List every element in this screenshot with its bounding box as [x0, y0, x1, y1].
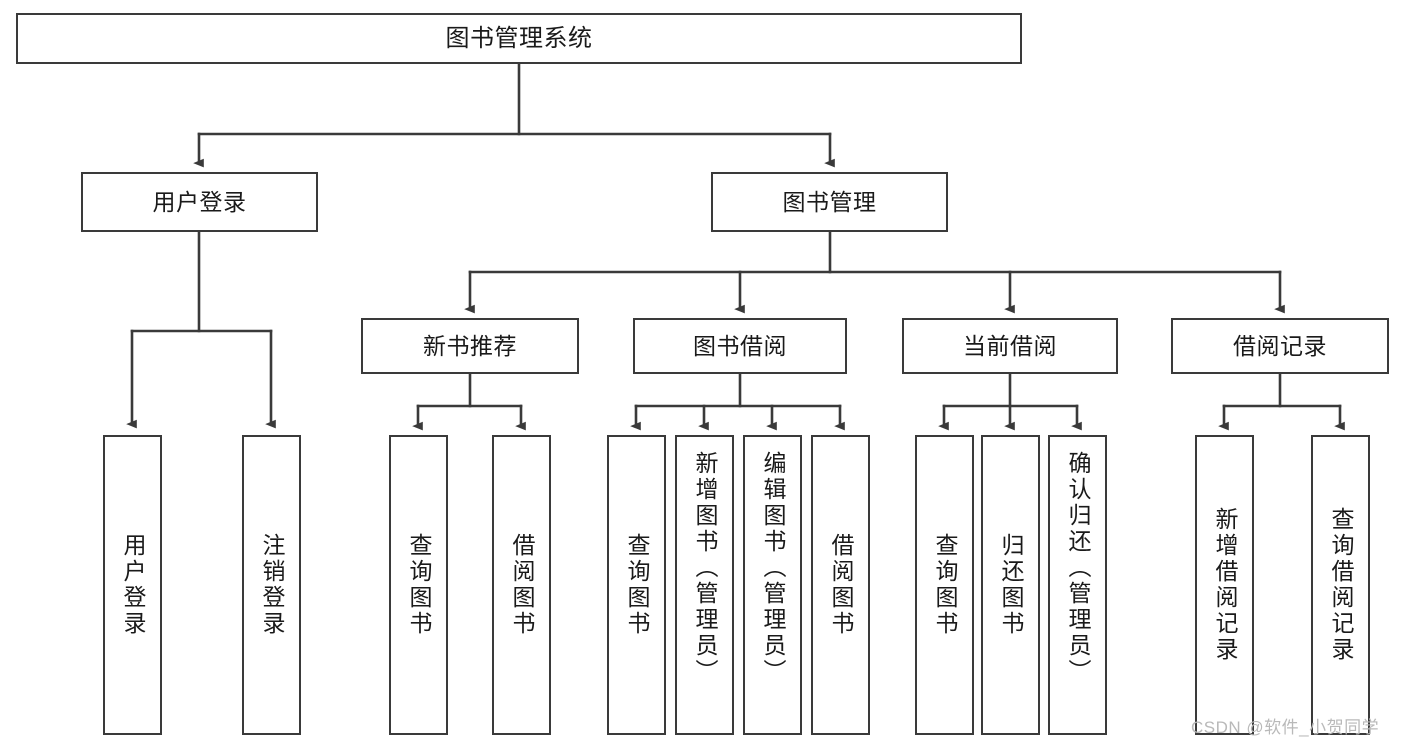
csdn-watermark: CSDN @软件_小贺同学: [1191, 718, 1380, 737]
node-book-borrow-label: 图书借阅: [693, 332, 787, 359]
leaf-add-book-admin[interactable]: 新增图书（管理员）: [675, 435, 734, 735]
node-current-borrow-label: 当前借阅: [963, 332, 1057, 359]
node-borrow-record-label: 借阅记录: [1233, 332, 1327, 359]
node-borrow-record[interactable]: 借阅记录: [1171, 318, 1389, 374]
node-book-borrow[interactable]: 图书借阅: [633, 318, 847, 374]
node-user-login-label: 用户登录: [152, 188, 247, 215]
node-root[interactable]: 图书管理系统: [16, 13, 1022, 64]
node-new-book-recommend-label: 新书推荐: [423, 332, 517, 359]
node-root-label: 图书管理系统: [445, 24, 593, 52]
leaf-borrow-book-newbook[interactable]: 借阅图书: [492, 435, 551, 735]
node-current-borrow[interactable]: 当前借阅: [902, 318, 1118, 374]
leaf-return-book[interactable]: 归还图书: [981, 435, 1040, 735]
leaf-add-book-admin-label: 新增图书（管理员）: [692, 451, 718, 685]
node-book-management[interactable]: 图书管理: [711, 172, 948, 232]
leaf-borrow-book-borrow[interactable]: 借阅图书: [811, 435, 870, 735]
leaf-edit-book-admin[interactable]: 编辑图书（管理员）: [743, 435, 802, 735]
leaf-query-borrow-record-label: 查询借阅记录: [1328, 507, 1354, 663]
leaf-return-book-label: 归还图书: [998, 533, 1024, 637]
leaf-add-borrow-record[interactable]: 新增借阅记录: [1195, 435, 1254, 735]
leaf-query-book-borrow-label: 查询图书: [624, 533, 650, 637]
leaf-confirm-return-admin[interactable]: 确认归还（管理员）: [1048, 435, 1107, 735]
node-book-management-label: 图书管理: [782, 188, 877, 215]
leaf-query-book-current-label: 查询图书: [932, 533, 958, 637]
node-new-book-recommend[interactable]: 新书推荐: [361, 318, 579, 374]
leaf-query-book-newbook-label: 查询图书: [406, 533, 432, 637]
leaf-query-book-borrow[interactable]: 查询图书: [607, 435, 666, 735]
leaf-borrow-book-newbook-label: 借阅图书: [509, 533, 535, 637]
leaf-query-book-newbook[interactable]: 查询图书: [389, 435, 448, 735]
node-user-login[interactable]: 用户登录: [81, 172, 318, 232]
leaf-user-login[interactable]: 用户登录: [103, 435, 162, 735]
leaf-query-borrow-record[interactable]: 查询借阅记录: [1311, 435, 1370, 735]
leaf-borrow-book-borrow-label: 借阅图书: [828, 533, 854, 637]
leaf-add-borrow-record-label: 新增借阅记录: [1212, 507, 1238, 663]
leaf-confirm-return-admin-label: 确认归还（管理员）: [1065, 451, 1091, 685]
leaf-logout[interactable]: 注销登录: [242, 435, 301, 735]
leaf-query-book-current[interactable]: 查询图书: [915, 435, 974, 735]
leaf-user-login-label: 用户登录: [120, 533, 146, 637]
leaf-edit-book-admin-label: 编辑图书（管理员）: [760, 451, 786, 685]
leaf-logout-label: 注销登录: [259, 533, 285, 637]
